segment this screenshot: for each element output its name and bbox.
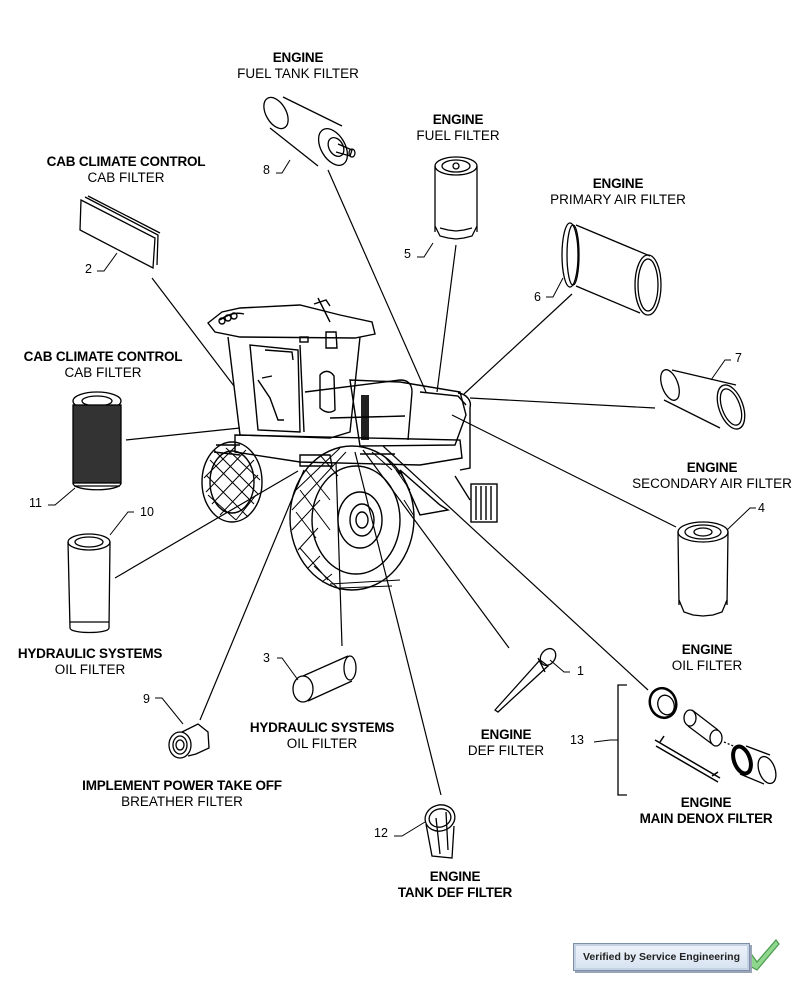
callout-number: 7 bbox=[735, 351, 742, 365]
label-system: CAB CLIMATE CONTROL bbox=[23, 349, 183, 364]
callout-number: 4 bbox=[758, 501, 765, 515]
callout-number: 2 bbox=[85, 262, 92, 276]
label-part: SECONDARY AIR FILTER bbox=[632, 476, 792, 491]
main-denox-filter-drawing bbox=[617, 684, 777, 796]
fuel-filter-drawing bbox=[434, 156, 478, 240]
label-system: ENGINE bbox=[680, 795, 732, 810]
label-system: IMPLEMENT POWER TAKE OFF bbox=[82, 778, 282, 793]
hydraulic-oil-filter-drawing bbox=[67, 533, 111, 634]
callout-number: 6 bbox=[534, 290, 541, 304]
label-part: PRIMARY AIR FILTER bbox=[550, 192, 686, 207]
label-part: OIL FILTER bbox=[671, 658, 743, 673]
label-hydraulic-small-filter: HYDRAULIC SYSTEMS OIL FILTER bbox=[249, 720, 395, 752]
cab-filter-panel-drawing bbox=[79, 195, 161, 270]
label-part: DEF FILTER bbox=[467, 743, 545, 758]
def-filter-drawing bbox=[494, 647, 557, 713]
label-part: CAB FILTER bbox=[64, 365, 142, 380]
label-engine-oil-filter: ENGINE OIL FILTER bbox=[672, 642, 743, 674]
label-system: ENGINE bbox=[272, 50, 324, 65]
label-system: ENGINE bbox=[429, 869, 481, 884]
callout-number: 13 bbox=[570, 733, 584, 747]
cab-filter-cylinder-drawing bbox=[72, 391, 122, 491]
label-part: BREATHER FILTER bbox=[121, 794, 243, 809]
engine-oil-filter-drawing bbox=[677, 521, 729, 617]
label-system: CAB CLIMATE CONTROL bbox=[46, 154, 206, 169]
label-part: CAB FILTER bbox=[87, 170, 165, 185]
label-system: ENGINE bbox=[432, 112, 484, 127]
secondary-air-filter-drawing bbox=[660, 369, 746, 430]
label-cab-filter-panel: CAB CLIMATE CONTROL CAB FILTER bbox=[47, 154, 206, 186]
label-fuel-tank-filter: ENGINE FUEL TANK FILTER bbox=[237, 50, 359, 82]
label-system: ENGINE bbox=[592, 176, 644, 191]
callout-number: 12 bbox=[374, 826, 388, 840]
windrower-illustration bbox=[201, 297, 498, 591]
label-system: ENGINE bbox=[480, 727, 532, 742]
callout-number: 1 bbox=[577, 664, 584, 678]
label-hydraulic-oil-filter: HYDRAULIC SYSTEMS OIL FILTER bbox=[17, 646, 163, 678]
callout-number: 10 bbox=[140, 505, 154, 519]
label-pto-breather-filter: IMPLEMENT POWER TAKE OFF BREATHER FILTER bbox=[82, 778, 282, 810]
leader-lines bbox=[114, 169, 677, 796]
label-cab-filter-cylinder: CAB CLIMATE CONTROL CAB FILTER bbox=[24, 349, 183, 381]
label-primary-air-filter: ENGINE PRIMARY AIR FILTER bbox=[550, 176, 686, 208]
callout-number: 8 bbox=[263, 163, 270, 177]
check-icon bbox=[743, 939, 780, 971]
label-part: FUEL TANK FILTER bbox=[237, 66, 359, 81]
label-fuel-filter: ENGINE FUEL FILTER bbox=[416, 112, 499, 144]
callout-ticks bbox=[48, 159, 756, 837]
callout-number: 5 bbox=[404, 247, 411, 261]
verified-badge: Verified by Service Engineering bbox=[573, 943, 750, 971]
primary-air-filter-drawing bbox=[561, 222, 662, 316]
label-tank-def-filter: ENGINE TANK DEF FILTER bbox=[398, 869, 512, 901]
label-part: MAIN DENOX FILTER bbox=[639, 811, 773, 826]
hydraulic-small-filter-drawing bbox=[292, 655, 357, 703]
label-part: TANK DEF FILTER bbox=[397, 885, 513, 900]
callout-number: 11 bbox=[29, 496, 42, 510]
callout-number: 3 bbox=[263, 651, 270, 665]
label-secondary-air-filter: ENGINE SECONDARY AIR FILTER bbox=[632, 460, 792, 492]
fuel-tank-filter-drawing bbox=[263, 96, 356, 167]
label-part: OIL FILTER bbox=[54, 662, 126, 677]
label-system: ENGINE bbox=[681, 642, 733, 657]
label-system: HYDRAULIC SYSTEMS bbox=[249, 720, 395, 735]
label-main-denox-filter: ENGINE MAIN DENOX FILTER bbox=[640, 795, 773, 827]
callout-number: 9 bbox=[143, 692, 150, 706]
label-def-filter: ENGINE DEF FILTER bbox=[468, 727, 544, 759]
label-part: FUEL FILTER bbox=[416, 128, 500, 143]
label-system: ENGINE bbox=[686, 460, 738, 475]
pto-breather-drawing bbox=[168, 723, 210, 759]
label-part: OIL FILTER bbox=[286, 736, 358, 751]
tank-def-filter-drawing bbox=[424, 804, 456, 859]
label-system: HYDRAULIC SYSTEMS bbox=[17, 646, 163, 661]
